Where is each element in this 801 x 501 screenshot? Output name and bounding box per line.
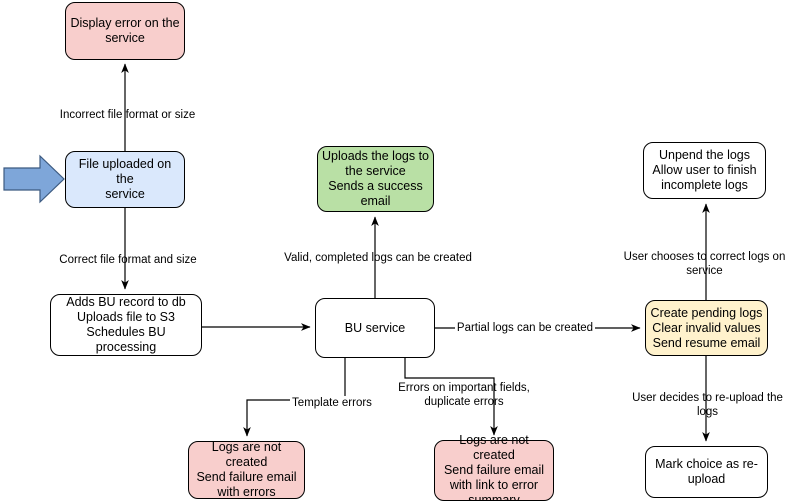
mark-choice-as-re-upload[interactable]: Mark choice as re- upload [645,446,768,498]
node-label: Unpend the logs Allow user to finish inc… [652,148,757,192]
bu-service[interactable]: BU service [315,298,435,358]
edge-label-user-chooses-to-correct-logs-on-service: User chooses to correct logs on service [623,251,786,277]
edge-label-correct-file-format-and-size: Correct file format and size [59,254,197,266]
node-label: Display error on the service [70,16,180,45]
uploads-logs-success[interactable]: Uploads the logs to the service Sends a … [317,146,434,212]
node-label: Create pending logs Clear invalid values… [650,305,763,350]
logs-not-created-with-link-to-error-summary[interactable]: Logs are not created Send failure email … [434,433,554,501]
edge-label-errors-on-important-fields: Errors on important fields, duplicate er… [398,382,530,408]
logs-not-created-with-errors[interactable]: Logs are not created Send failure email … [188,440,305,499]
edge-label-user-decides-to-re-upload-the-logs: User decides to re-upload the logs [632,392,783,418]
edge-label-partial-logs-can-be-created: Partial logs can be created [455,321,595,335]
edge-label-template-errors: Template errors [290,396,374,410]
node-label: Mark choice as re- upload [655,457,758,486]
file-uploaded-on-service[interactable]: File uploaded on the service [65,151,185,208]
node-label: Logs are not created Send failure email … [443,433,545,501]
node-label: BU service [344,320,406,335]
node-label: Adds BU record to db Uploads file to S3 … [66,295,186,354]
create-pending-logs[interactable]: Create pending logs Clear invalid values… [645,300,768,356]
unpend-the-logs[interactable]: Unpend the logs Allow user to finish inc… [643,142,766,199]
node-label: Logs are not created Send failure email … [196,440,297,499]
node-label: File uploaded on the service [78,157,172,201]
edge-label-incorrect-file-format-or-size: Incorrect file format or size [59,109,196,121]
node-label: Uploads the logs to the service Sends a … [322,149,430,208]
entry-block-arrow [3,154,65,204]
adds-bu-record-to-db[interactable]: Adds BU record to db Uploads file to S3 … [50,294,202,356]
display-error-on-service[interactable]: Display error on the service [65,2,185,60]
edge-label-valid-completed-logs-can-be-created: Valid, completed logs can be created [284,252,472,264]
